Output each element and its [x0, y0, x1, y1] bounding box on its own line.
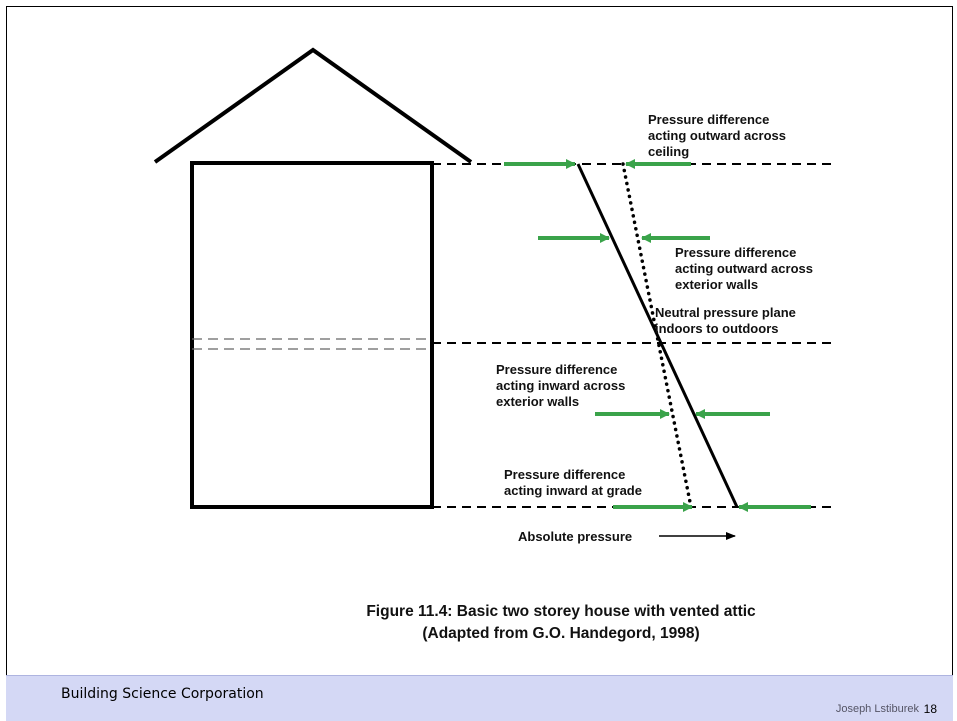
figure-caption-title: Figure 11.4: Basic two storey house with…: [366, 603, 756, 620]
ceiling-label: Pressure difference acting outward acros…: [648, 112, 790, 159]
absolute-pressure-label: Absolute pressure: [518, 529, 632, 544]
footer-organization: Building Science Corporation: [61, 686, 264, 702]
footer-author: Joseph Lstiburek: [835, 703, 919, 715]
slide: Pressure difference acting outward acros…: [6, 6, 953, 716]
slide-footer: Building Science Corporation Joseph Lsti…: [6, 675, 953, 721]
outdoor-pressure-line: [576, 163, 739, 508]
indoor-pressure-line: [621, 162, 693, 509]
figure-caption-source: (Adapted from G.O. Handegord, 1998): [422, 625, 699, 642]
exterior-walls-inward-label: Pressure difference acting inward across…: [496, 362, 629, 409]
grade-label: Pressure difference acting inward at gra…: [504, 467, 642, 498]
house-roof: [153, 47, 473, 164]
page-number: 18: [923, 702, 937, 716]
exterior-walls-outward-label: Pressure difference acting outward acros…: [675, 245, 817, 292]
neutral-plane-label: Neutral pressure plane indoors to outdoo…: [655, 305, 800, 336]
house-body: [190, 161, 434, 509]
pressure-diagram: Pressure difference acting outward acros…: [153, 47, 835, 642]
